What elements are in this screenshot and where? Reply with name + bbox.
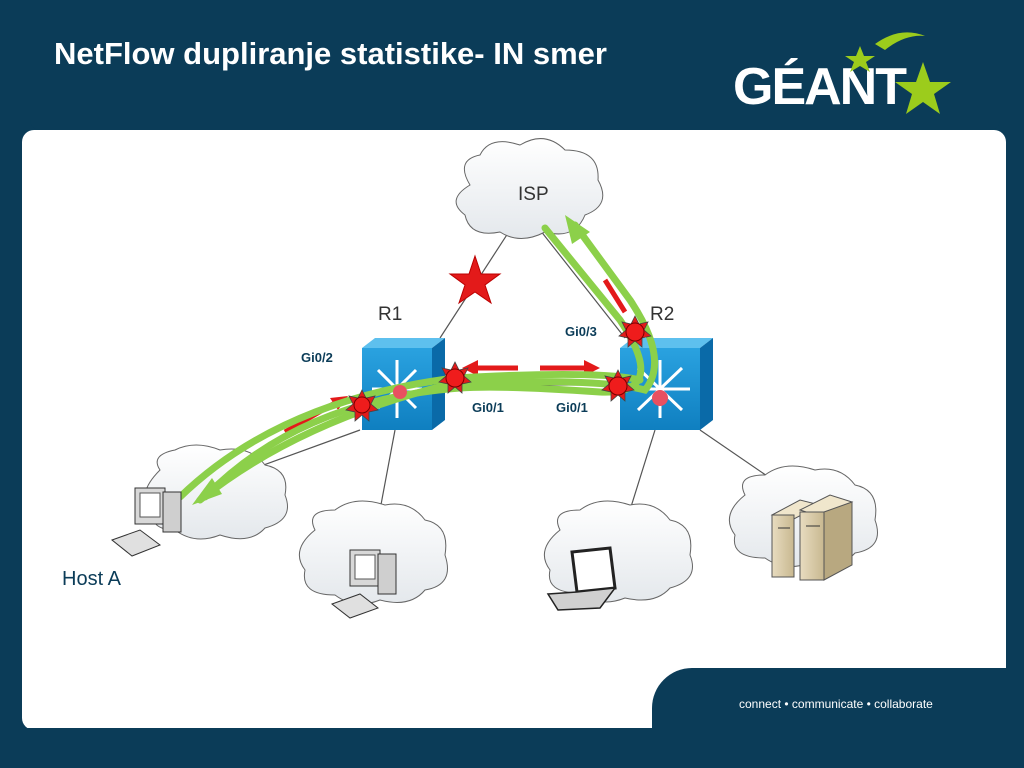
star-icon [448, 254, 502, 305]
router-r2-icon [620, 338, 713, 430]
footer-tagline: connect • communicate • collaborate [739, 697, 933, 711]
r2-gi03-marker [618, 315, 652, 348]
footer-bar [0, 728, 1024, 768]
interface-markers [345, 315, 668, 422]
geant-logo-text: GÉANT [733, 58, 907, 116]
label-r2-gi01: Gi0/1 [556, 400, 588, 415]
router-r2-label: R2 [650, 304, 674, 325]
server-icon [770, 494, 854, 581]
footer-tab [652, 668, 1012, 730]
geant-logo: GÉANT [733, 32, 951, 116]
header-bar [30, 0, 1000, 130]
label-r2-gi03: Gi0/3 [565, 324, 597, 339]
cloud-isp-label: ISP [518, 184, 549, 205]
desktop-icon-host-a [110, 487, 182, 557]
r1-inner-dot [393, 385, 407, 399]
slide-title: NetFlow dupliranje statistike- IN smer [54, 36, 607, 71]
r2-inner-dot [652, 390, 668, 406]
r1-gi01-marker [438, 361, 472, 394]
label-r1-gi01: Gi0/1 [472, 400, 504, 415]
logo-star-icon [845, 32, 951, 114]
cloud-isp-icon [455, 138, 604, 239]
r2-gi01-marker [601, 369, 635, 402]
laptop-icon [546, 546, 617, 611]
desktop-icon-r1 [330, 549, 397, 619]
router-r1-label: R1 [378, 304, 402, 325]
label-r1-gi02: Gi0/2 [301, 350, 333, 365]
r1-gi02-marker [345, 389, 379, 422]
host-a-label: Host A [62, 568, 122, 590]
green-flow-lines [176, 221, 659, 504]
green-arrowheads [192, 215, 590, 505]
cloud-r2-left-icon [543, 500, 693, 603]
